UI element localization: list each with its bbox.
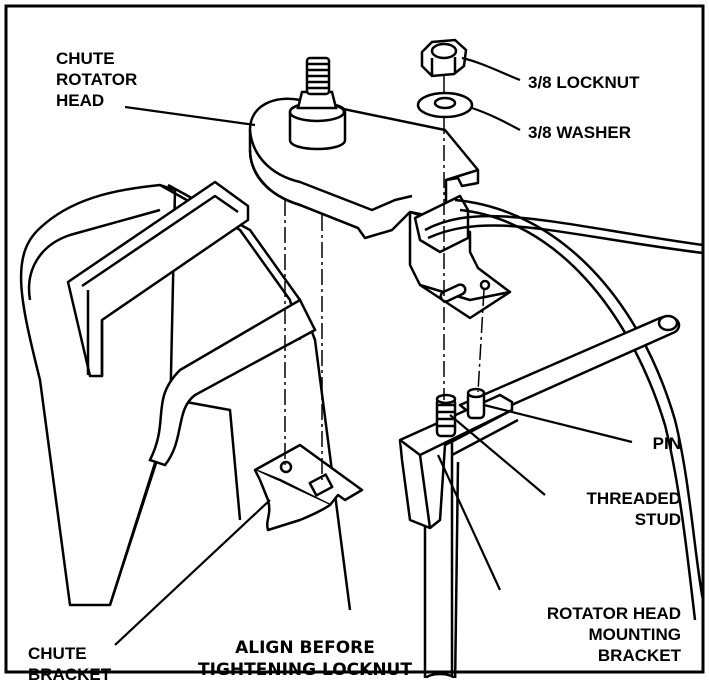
leader-lines	[114, 56, 633, 646]
stud-and-pin	[435, 387, 486, 438]
label-locknut: 3/8 LOCKNUT	[528, 73, 640, 92]
label-pin: PIN	[652, 434, 681, 453]
chute-lip	[148, 298, 317, 467]
label-threaded-stud: THREADED STUD	[586, 489, 681, 529]
diagram-border	[4, 4, 705, 674]
chute-collar	[66, 180, 250, 378]
chute-bracket-part	[253, 443, 364, 532]
mounting-bracket-part	[398, 314, 681, 678]
label-washer: 3/8 WASHER	[528, 123, 631, 142]
label-chute-rotator-head: CHUTE ROTATOR HEAD	[56, 49, 138, 110]
alignment-lines	[284, 76, 485, 480]
label-mounting-bracket: ROTATOR HEAD MOUNTING BRACKET	[546, 604, 681, 665]
label-chute-bracket: CHUTE BRACKET	[28, 644, 112, 684]
rotator-stud	[288, 56, 347, 151]
locknut-part	[420, 38, 468, 78]
cables	[424, 198, 705, 621]
washer-part	[416, 91, 474, 119]
caption-align-before-tightening: ALIGN BEFORE TIGHTENING LOCKNUT	[198, 638, 412, 680]
